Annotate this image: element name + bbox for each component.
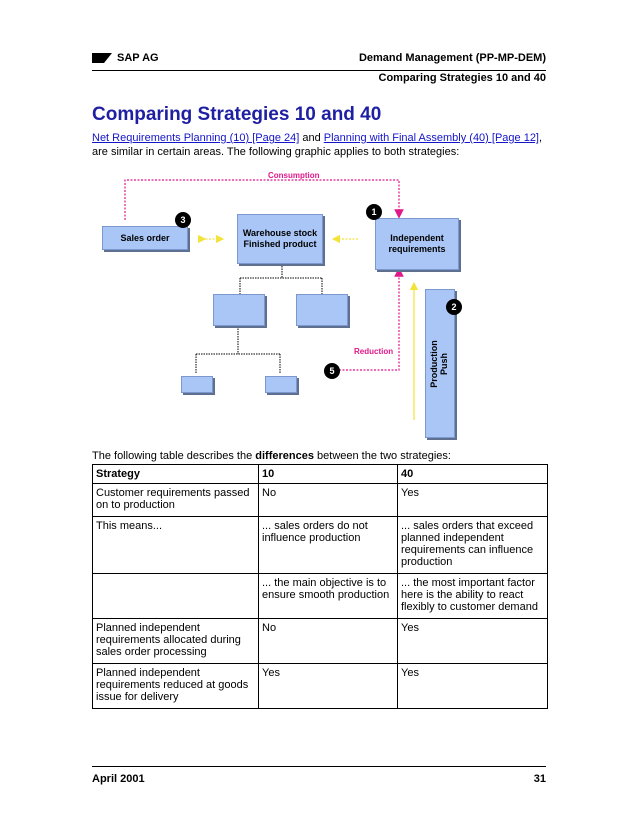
- table-row: ... the main objective is to ensure smoo…: [92, 573, 548, 619]
- consumption-label: Consumption: [268, 171, 320, 180]
- table-cell: No: [258, 618, 398, 664]
- warehouse-line2: Finished product: [243, 239, 317, 249]
- subcomponent-box-right: [265, 376, 297, 393]
- table-cell: ... sales orders that exceed planned ind…: [397, 516, 548, 574]
- differences-table: Strategy 10 40 Customer requirements pas…: [92, 464, 548, 709]
- warehouse-line1: Warehouse stock: [242, 228, 318, 238]
- section-title: Demand Management (PP-MP-DEM): [358, 52, 546, 64]
- table-cell: No: [258, 483, 398, 517]
- strategy-diagram: Consumption Reduction Sales order Wareho…: [92, 168, 472, 440]
- page-footer: April 2001 31: [92, 766, 546, 785]
- header-40: 40: [397, 464, 548, 484]
- link-planning-final-assembly[interactable]: Planning with Final Assembly (40) [Page …: [323, 132, 539, 144]
- table-row: This means... ... sales orders do not in…: [92, 516, 548, 574]
- component-box-left: [213, 294, 265, 326]
- intro-rest: , are similar in certain areas. The foll…: [92, 132, 543, 158]
- diagram-connectors: [124, 179, 419, 420]
- sap-logo-icon: [92, 53, 112, 63]
- component-box-right: [296, 294, 348, 326]
- table-cell: ... sales orders do not influence produc…: [258, 516, 398, 574]
- table-cell: Customer requirements passed on to produ…: [92, 483, 259, 517]
- sales-order-label: Sales order: [120, 232, 170, 243]
- independent-requirements-box: Independent requirements: [375, 218, 459, 270]
- page-header: SAP AG Demand Management (PP-MP-DEM): [92, 50, 546, 71]
- badge-5: 5: [324, 363, 340, 379]
- company-logo: SAP AG: [92, 52, 159, 64]
- table-intro-after: between the two strategies:: [313, 450, 451, 462]
- header-10: 10: [258, 464, 398, 484]
- table-cell: Planned independent requirements reduced…: [92, 663, 259, 709]
- indep-line1: Independent: [390, 233, 444, 243]
- subcomponent-box-left: [181, 376, 213, 393]
- subsection-title: Comparing Strategies 10 and 40: [378, 72, 547, 84]
- table-cell: Yes: [397, 618, 548, 664]
- table-cell: Yes: [397, 663, 548, 709]
- page-title: Comparing Strategies 10 and 40: [92, 104, 382, 125]
- badge-1: 1: [366, 204, 382, 220]
- reduction-label: Reduction: [354, 347, 394, 356]
- table-cell: [92, 573, 259, 619]
- badge-3: 3: [175, 212, 191, 228]
- table-cell: Yes: [397, 483, 548, 517]
- intro-paragraph: Net Requirements Planning (10) [Page 24]…: [92, 131, 552, 159]
- production-line2: Push: [439, 353, 449, 376]
- table-cell: Planned independent requirements allocat…: [92, 618, 259, 664]
- table-intro-bold: differences: [255, 450, 314, 462]
- page-number: 31: [533, 773, 546, 785]
- production-line1: Production: [429, 340, 439, 388]
- table-row: Planned independent requirements allocat…: [92, 618, 548, 664]
- table-intro: The following table describes the differ…: [92, 450, 451, 462]
- indep-line2: requirements: [388, 244, 446, 254]
- table-header-row: Strategy 10 40: [92, 464, 548, 484]
- header-strategy: Strategy: [92, 464, 259, 484]
- production-push-label: Production Push: [429, 329, 449, 399]
- table-cell: This means...: [92, 516, 259, 574]
- table-intro-before: The following table describes the: [92, 450, 256, 462]
- table-row: Customer requirements passed on to produ…: [92, 483, 548, 517]
- intro-and: and: [299, 132, 324, 144]
- link-net-requirements-planning[interactable]: Net Requirements Planning (10) [Page 24]: [92, 132, 300, 144]
- company-name: SAP AG: [117, 52, 159, 64]
- table-cell: ... the most important factor here is th…: [397, 573, 548, 619]
- warehouse-stock-box: Warehouse stock Finished product: [237, 214, 323, 264]
- badge-2: 2: [446, 299, 462, 315]
- table-cell: ... the main objective is to ensure smoo…: [258, 573, 398, 619]
- table-cell: Yes: [258, 663, 398, 709]
- table-row: Planned independent requirements reduced…: [92, 663, 548, 709]
- footer-date: April 2001: [92, 773, 145, 785]
- sales-order-box: Sales order: [102, 226, 188, 250]
